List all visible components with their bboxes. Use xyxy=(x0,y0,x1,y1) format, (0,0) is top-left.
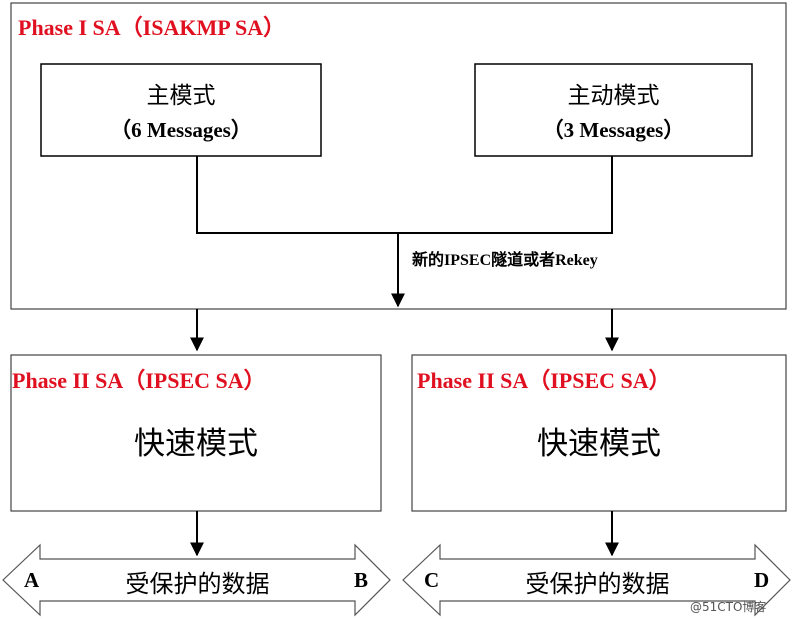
phase2-right-mode: 快速模式 xyxy=(537,426,661,462)
main-mode-messages: （6 Messages） xyxy=(110,118,252,142)
endpoint-b: B xyxy=(354,568,369,592)
phase2-right-box xyxy=(411,354,787,512)
endpoint-d: D xyxy=(754,568,770,592)
main-mode-label: 主模式 xyxy=(146,83,216,108)
aggressive-mode-box xyxy=(474,63,753,157)
endpoint-c: C xyxy=(424,568,440,592)
phase2-left-mode: 快速模式 xyxy=(134,426,258,462)
watermark-text: @51CTO博客 xyxy=(690,600,767,614)
data-arrow-left xyxy=(2,543,391,617)
protected-data-left: 受保护的数据 xyxy=(125,570,270,598)
phase2-left-box xyxy=(10,354,382,512)
phase2-right-title: Phase II SA（IPSEC SA） xyxy=(417,368,671,393)
data-arrow-right xyxy=(402,543,791,617)
main-mode-box xyxy=(40,63,322,157)
aggressive-mode-messages: （3 Messages） xyxy=(542,118,685,142)
aggressive-mode-label: 主动模式 xyxy=(567,83,660,108)
protected-data-right: 受保护的数据 xyxy=(525,570,670,598)
phase1-title: Phase I SA（ISAKMP SA） xyxy=(18,15,286,40)
merge-connector xyxy=(196,156,613,234)
phase2-left-title: Phase II SA（IPSEC SA） xyxy=(12,368,266,393)
endpoint-a: A xyxy=(24,568,40,592)
rekey-label: 新的IPSEC隧道或者Rekey xyxy=(412,252,598,269)
